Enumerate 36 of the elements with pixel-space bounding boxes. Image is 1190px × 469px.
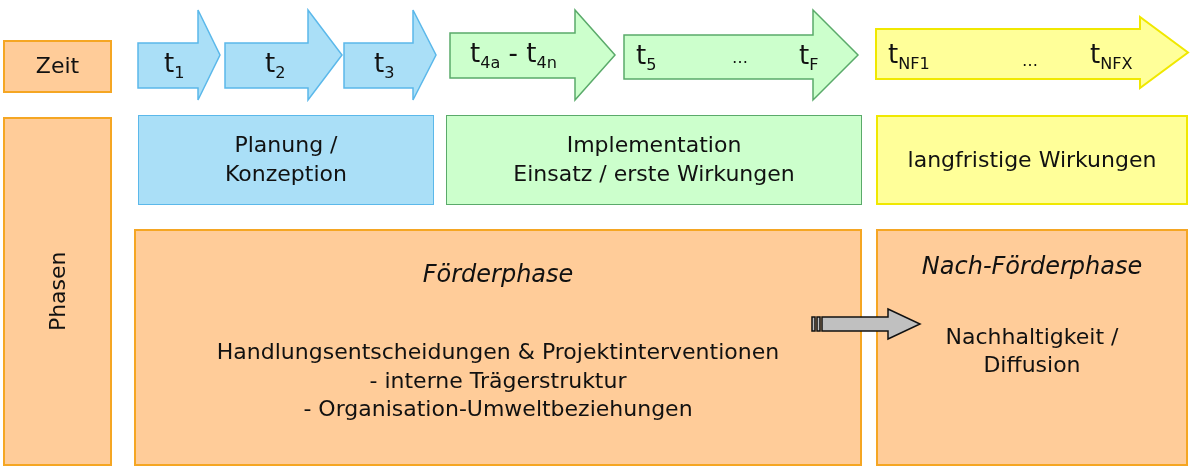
time-step-block <box>138 10 220 100</box>
row-label-box <box>3 40 112 93</box>
row-label-box <box>3 117 112 466</box>
time-label: t$_{F}$ <box>799 40 819 74</box>
phase-box <box>138 115 434 205</box>
row-label: Zeit <box>35 52 80 81</box>
time-step-block <box>624 10 858 100</box>
phase-text: Nachhaltigkeit / Diffusion <box>944 322 1120 380</box>
phase-heading: Nach-Förderphase <box>921 251 1143 283</box>
row-label: Phasen <box>43 251 71 332</box>
time-label: t$_{3}$ <box>374 48 395 82</box>
phase-text: Handlungsentscheidungen & Projektinterventionen <box>216 338 780 367</box>
phase-text: Implementation <box>566 131 742 160</box>
time-label: t$_{NFX}$ <box>1090 39 1133 73</box>
phase-box <box>446 115 862 205</box>
time-label: t$_{NF1}$ <box>888 39 930 73</box>
time-label: t$_{1}$ <box>164 48 185 82</box>
time-step-block <box>225 10 342 100</box>
time-step-block <box>450 10 615 100</box>
phase-box <box>134 229 862 466</box>
phase-text: Einsatz / erste Wirkungen <box>513 160 795 188</box>
phase-text: langfristige Wirkungen <box>907 145 1157 174</box>
time-label: … <box>732 48 748 67</box>
block-arrow <box>811 307 922 341</box>
time-label: … <box>1022 51 1038 70</box>
phase-heading: Förderphase <box>422 259 574 290</box>
time-label: t$_{4a}$ - t$_{4n}$ <box>470 38 557 72</box>
phase-text: - interne Trägerstruktur <box>369 366 627 395</box>
phase-text: - Organisation-Umweltbeziehungen <box>303 395 693 424</box>
time-label: t$_{5}$ <box>636 40 657 74</box>
time-step-block <box>876 17 1188 88</box>
time-label: t$_{2}$ <box>265 48 286 82</box>
phase-box <box>876 229 1188 466</box>
time-step-block <box>344 10 436 100</box>
phase-box <box>876 115 1188 205</box>
phase-text: Planung / Konzeption <box>224 131 348 188</box>
